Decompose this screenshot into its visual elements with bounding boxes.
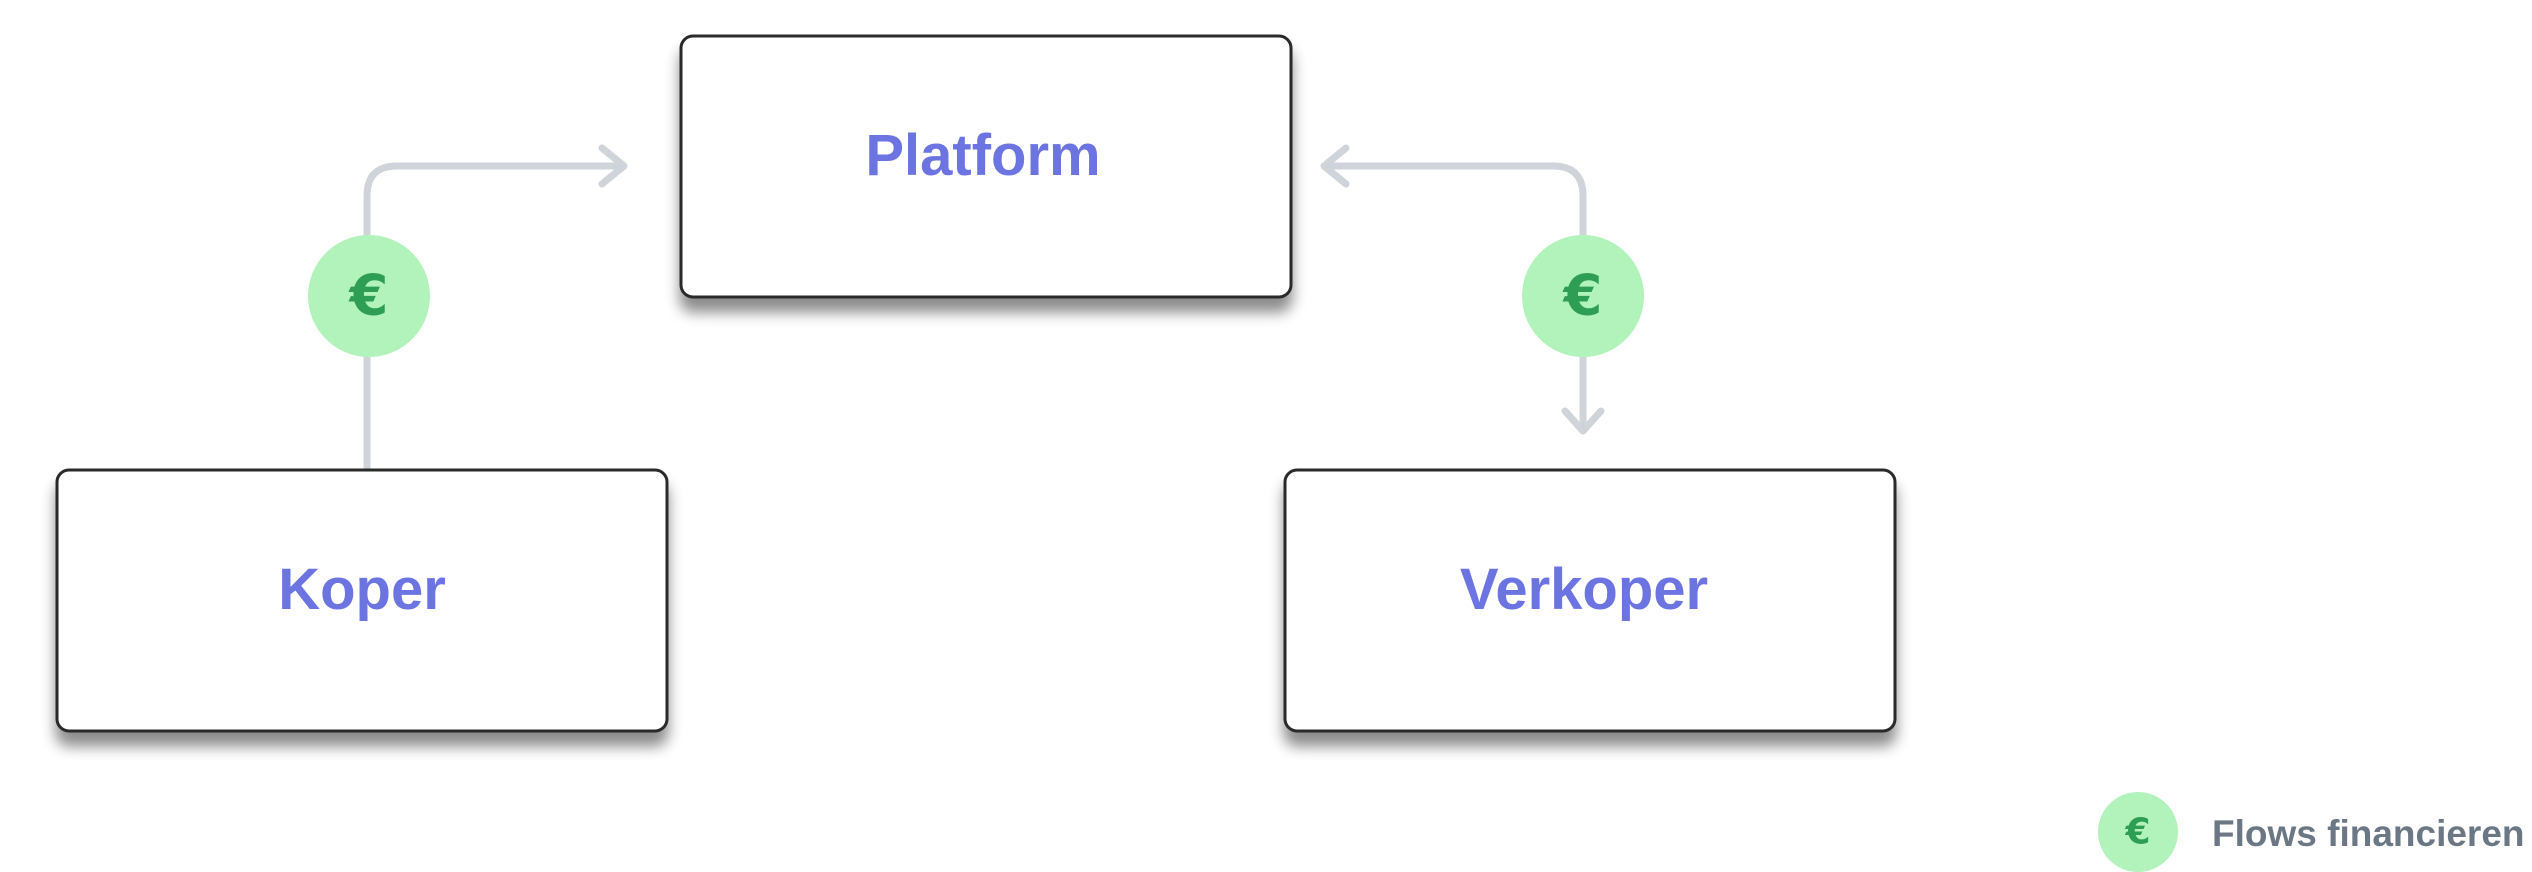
badge-koper-flow: € — [308, 235, 430, 357]
legend-label: Flows financieren — [2212, 813, 2525, 854]
connector-platform-to-verkoper — [1324, 162, 1587, 429]
node-verkoper: Verkoper — [1283, 468, 1897, 733]
euro-icon: € — [348, 264, 389, 329]
legend: € Flows financieren — [2098, 792, 2525, 872]
node-platform-label: Platform — [865, 123, 1100, 188]
node-koper: Koper — [55, 468, 669, 733]
node-koper-label: Koper — [278, 557, 446, 622]
node-platform: Platform — [679, 34, 1293, 299]
legend-swatch — [2098, 792, 2178, 872]
connector-koper-to-platform — [363, 162, 626, 544]
arrowhead-to-platform-right — [1320, 144, 1350, 188]
badge-verkoper-flow: € — [1522, 235, 1644, 357]
arrowhead-to-verkoper — [1561, 407, 1605, 435]
euro-icon: € — [2124, 812, 2150, 853]
node-verkoper-label: Verkoper — [1460, 557, 1708, 622]
arrowhead-to-platform-left — [598, 144, 628, 188]
euro-icon: € — [1562, 264, 1603, 329]
